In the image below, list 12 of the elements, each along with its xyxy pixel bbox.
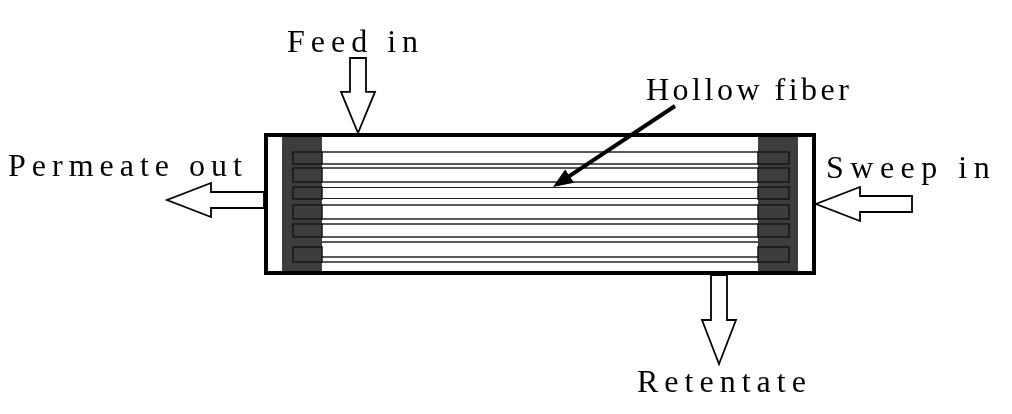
flow-label: Feed in: [287, 24, 425, 58]
flow-arrow: [813, 185, 913, 223]
flow-label: Permeate out: [8, 148, 248, 182]
hollow-fiber-module: [264, 133, 816, 275]
flow-arrow: [164, 181, 265, 219]
flow-label: Retentate: [637, 364, 812, 398]
flow-label: Sweep in: [826, 150, 997, 184]
part-label: Hollow fiber: [646, 72, 853, 106]
hollow-fiber: [322, 187, 758, 199]
flow-arrow: [339, 57, 377, 136]
leader-arrow: [553, 104, 677, 187]
flow-arrow: [700, 274, 738, 367]
